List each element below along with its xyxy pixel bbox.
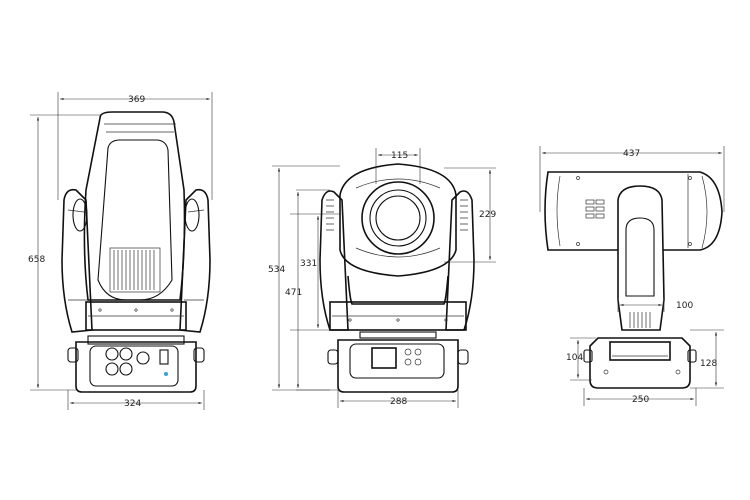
dim-side-head: 229 <box>479 210 496 220</box>
dim-front-height: 658 <box>28 255 45 265</box>
dim-top-base-right: 128 <box>700 359 717 369</box>
dim-top-length: 437 <box>623 149 640 159</box>
dim-top-base-left: 104 <box>566 353 583 363</box>
dim-top-arm: 100 <box>676 301 693 311</box>
dim-front-width-top: 369 <box>128 95 145 105</box>
dim-side-width-base: 288 <box>390 397 407 407</box>
top-dimensions: 437 100 104 128 250 <box>539 146 725 406</box>
dim-side-overall: 471 <box>285 288 302 298</box>
dim-side-total: 534 <box>268 265 285 275</box>
lcd-display <box>371 347 397 369</box>
dim-front-width-base: 324 <box>124 399 141 409</box>
status-led <box>164 372 168 376</box>
dim-side-pivot: 331 <box>300 259 317 269</box>
dim-side-lens: 115 <box>391 151 408 161</box>
top-view: 437 100 104 128 250 <box>539 146 725 406</box>
vent-grille <box>109 247 161 293</box>
side-dimensions: 115 229 534 331 471 288 <box>268 148 496 408</box>
front-view: 369 658 324 <box>28 92 213 410</box>
vent-slots <box>585 199 605 219</box>
front-dimensions: 369 658 324 <box>28 92 213 410</box>
connector-panel <box>105 347 169 376</box>
side-view: 115 229 534 331 471 288 <box>268 148 496 408</box>
dim-top-width-base: 250 <box>632 395 649 405</box>
